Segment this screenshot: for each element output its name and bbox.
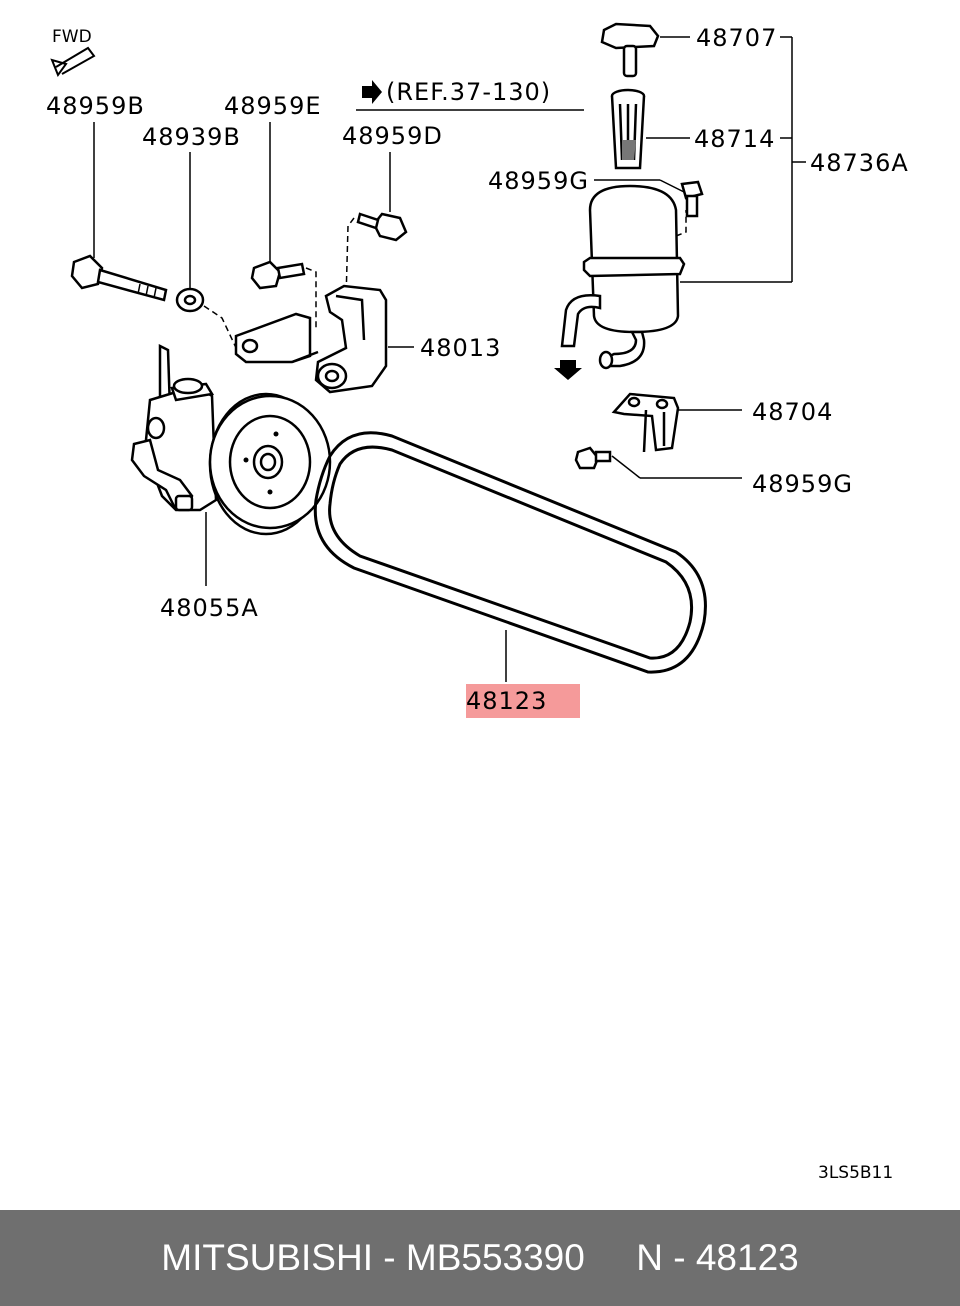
- dashed-line-bolt-e: [305, 267, 317, 330]
- ref-label: (REF.37-130): [386, 78, 551, 106]
- label-48704[interactable]: 48704: [752, 398, 833, 426]
- flow-arrow-icon: [554, 360, 582, 380]
- label-48959D[interactable]: 48959D: [342, 122, 443, 150]
- label-48959E[interactable]: 48959E: [224, 92, 322, 120]
- label-48055A[interactable]: 48055A: [160, 594, 259, 622]
- bolt-48959E: [250, 260, 306, 290]
- footer-bar: MITSUBISHI - MB553390 N - 48123: [0, 1210, 960, 1306]
- parts-diagram: FWD (REF.37-130) 48959B 48939B 48959E 48…: [46, 22, 909, 1183]
- label-48013[interactable]: 48013: [420, 334, 501, 362]
- label-48707[interactable]: 48707: [696, 24, 777, 52]
- power-steering-pump-48055A: [130, 343, 218, 512]
- reservoir-bracket-48704: [611, 392, 680, 453]
- pulley: [208, 392, 332, 536]
- dashed-line-washer: [203, 305, 239, 353]
- label-48959G-bottom[interactable]: 48959G: [752, 470, 853, 498]
- bolt-48959G-bottom: [574, 446, 612, 470]
- highlight-48123: [466, 684, 580, 718]
- label-48714[interactable]: 48714: [694, 125, 775, 153]
- reservoir-cap-48707: [600, 22, 660, 78]
- ref-arrow-icon: [362, 80, 382, 104]
- footer-part-info: MITSUBISHI - MB553390 N - 48123: [161, 1237, 799, 1278]
- washer-48939B: [175, 287, 205, 313]
- label-48123[interactable]: 48123: [466, 687, 547, 715]
- assembly-bracket-48736A: [680, 36, 806, 283]
- bolt-48959G-top: [680, 180, 704, 218]
- label-48959B[interactable]: 48959B: [46, 92, 145, 120]
- dashed-line-bolt-d: [345, 217, 355, 301]
- bracket-48013: [234, 284, 388, 394]
- label-48939B[interactable]: 48939B: [142, 123, 241, 151]
- long-bolt-48959B: [70, 254, 168, 302]
- leader-48959G-top-slant: [659, 179, 685, 193]
- label-48736A[interactable]: 48736A: [810, 149, 909, 177]
- leader-48959G-bottom-slant: [611, 455, 641, 479]
- label-48959G-top[interactable]: 48959G: [488, 167, 589, 195]
- fwd-arrow-icon: [50, 46, 96, 78]
- reservoir-tank-48736A: [560, 184, 687, 370]
- fwd-label: FWD: [52, 27, 92, 47]
- drive-belt-48123: [313, 431, 707, 674]
- reservoir-filter-48714: [610, 88, 646, 170]
- bolt-48959D: [356, 212, 408, 242]
- drawing-code: 3LS5B11: [818, 1163, 893, 1183]
